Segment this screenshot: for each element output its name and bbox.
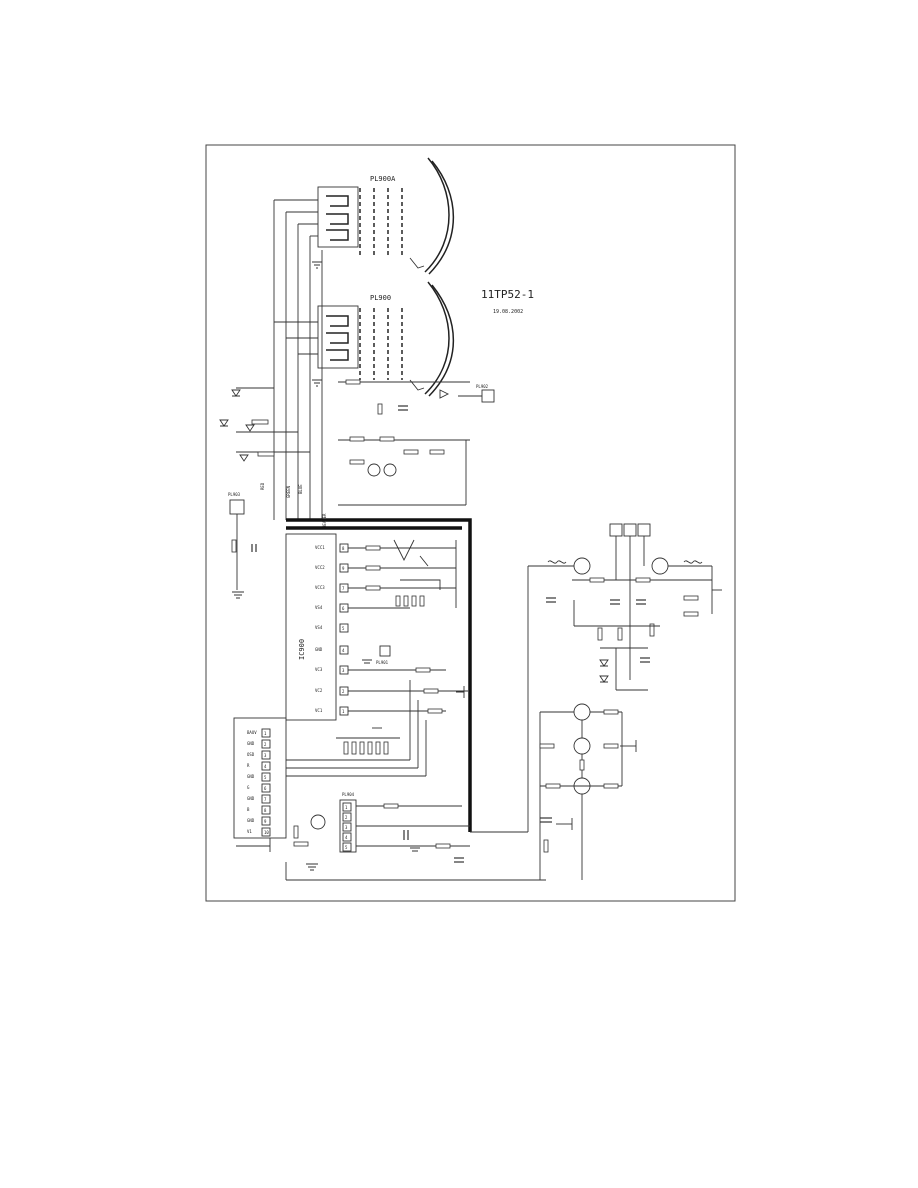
drawing-number: 11TP52-1 <box>481 288 534 301</box>
pl905-pin-num: 1 <box>264 731 267 736</box>
ic-pin-num: 6 <box>342 606 345 611</box>
drawing-frame <box>205 144 736 902</box>
protection-diodes <box>219 389 275 462</box>
pl905-pin-num: 7 <box>264 797 267 802</box>
pl905-pin-num: 5 <box>264 775 267 780</box>
crt-socket-pl900a: PL900A <box>317 157 455 275</box>
ic900-pin-numbers: 8 9 7 6 5 4 3 2 1 <box>339 543 349 716</box>
pl905-pin-num: 9 <box>264 819 267 824</box>
pl905-pin: GND <box>247 774 255 779</box>
pl905-pin: BAUV <box>247 730 257 735</box>
pl904-pin: 3 <box>345 825 348 830</box>
connector-pl904: PL904 1 2 3 4 5 <box>285 792 546 881</box>
ic-pin-vs4a: VS4 <box>315 605 323 610</box>
ic-pin-vc3: VC3 <box>315 667 323 672</box>
power-bus <box>286 518 472 832</box>
pl904-pin: 1 <box>345 805 348 810</box>
drawing-date: 19.08.2002 <box>493 309 523 315</box>
pl905-pin: GND <box>247 741 255 746</box>
pl900a-label: PL900A <box>370 175 396 183</box>
pl905-pin-num: 6 <box>264 786 267 791</box>
pl905-pins: BAUV GND OSD R GND G GND B GND V1 <box>247 730 257 834</box>
pl905-pin: G <box>247 785 250 790</box>
pl904-pin: 5 <box>345 845 348 850</box>
ic-pin-num: 4 <box>342 648 345 653</box>
ic-pin-num: 7 <box>342 586 345 591</box>
ic-pin-num: 2 <box>342 689 345 694</box>
pl905-pin-boxes: 1 2 3 4 5 6 7 8 9 10 <box>261 728 271 837</box>
pl905-pin: OSD <box>247 752 255 757</box>
pl905-pin-num: 2 <box>264 742 267 747</box>
ic-pin-gnd: GND <box>315 647 323 652</box>
net-green: GREEN <box>286 485 291 498</box>
pl905-pin-num: 8 <box>264 808 267 813</box>
ic-pin-vs4b: VS4 <box>315 625 323 630</box>
pl904-pin: 4 <box>345 835 348 840</box>
pl901-label: PL901 <box>376 660 389 665</box>
connector-pl903: PL903 <box>228 492 257 599</box>
ic900-label: IC900 <box>298 639 306 660</box>
pl905-pin: GND <box>247 796 255 801</box>
ic-pin-vcc1: VCC1 <box>315 545 325 550</box>
ic-pin-vc1: VC1 <box>315 708 323 713</box>
ic-pin-num: 8 <box>342 546 345 551</box>
crt-socket-pl900: PL900 <box>317 281 455 397</box>
ic-pin-vcc2: VCC2 <box>315 565 325 570</box>
pl905-pin-num: 3 <box>264 753 267 758</box>
pl903-label: PL903 <box>228 492 241 497</box>
connector-pl905: PL905 BAUV GND OSD R GND G GND B GND V1 … <box>233 717 287 852</box>
net-red: RED <box>260 482 265 490</box>
ic-pin-vc2: VC2 <box>315 688 323 693</box>
pl904-pin: 2 <box>345 815 348 820</box>
ic-pin-num: 3 <box>342 668 345 673</box>
pl904-label: PL904 <box>342 792 355 797</box>
ground-symbols <box>312 261 465 852</box>
resistor-network <box>280 680 427 777</box>
pl905-pin: V1 <box>247 829 252 834</box>
pl900-label: PL900 <box>370 294 391 302</box>
ic-pin-vcc3: VCC3 <box>315 585 325 590</box>
ic900-pins: VCC1 VCC2 VCC3 VS4 VS4 GND VC3 VC2 VC1 <box>315 545 325 713</box>
ic900: IC900 VCC1 VCC2 VCC3 VS4 VS4 GND VC3 VC2… <box>285 533 468 721</box>
heater-regulator-stage: PL902 <box>338 379 495 506</box>
ic-pin-num: 1 <box>342 709 345 714</box>
video-amplifier-trio <box>539 703 637 880</box>
pl905-pin-num: 4 <box>264 764 267 769</box>
pl905-pin-num: 10 <box>264 830 269 835</box>
pl905-pin: B <box>247 807 250 812</box>
pl905-pin: GND <box>247 818 255 823</box>
net-blue: BLUE <box>298 484 303 494</box>
pl902-label: PL902 <box>476 384 489 389</box>
ic-pin-num: 9 <box>342 566 345 571</box>
ic-pin-num: 5 <box>342 626 345 631</box>
pl905-pin: R <box>247 763 250 768</box>
output-stage-right <box>470 523 722 833</box>
signal-rails: RED GREEN BLUE HEATER <box>236 199 327 528</box>
